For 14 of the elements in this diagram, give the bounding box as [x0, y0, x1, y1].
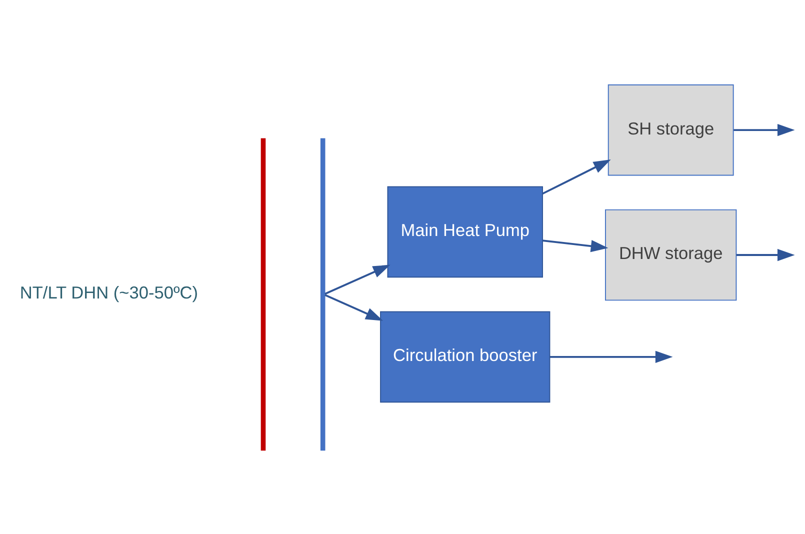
arrow [734, 123, 795, 136]
node-bar [320, 138, 326, 450]
node-box: DHW storage [605, 208, 737, 300]
node-box: SH storage [608, 84, 734, 176]
arrow [542, 239, 608, 252]
node-box: Main Heat Pump [387, 186, 543, 278]
arrow [736, 248, 795, 261]
node-bar [260, 138, 266, 450]
arrow [542, 159, 611, 194]
node-box: Circulation booster [380, 310, 550, 402]
arrow [324, 294, 384, 320]
arrow [550, 350, 673, 362]
arrow [324, 264, 390, 294]
label: NT/LT DHN (~30-50ºC) [20, 282, 198, 302]
